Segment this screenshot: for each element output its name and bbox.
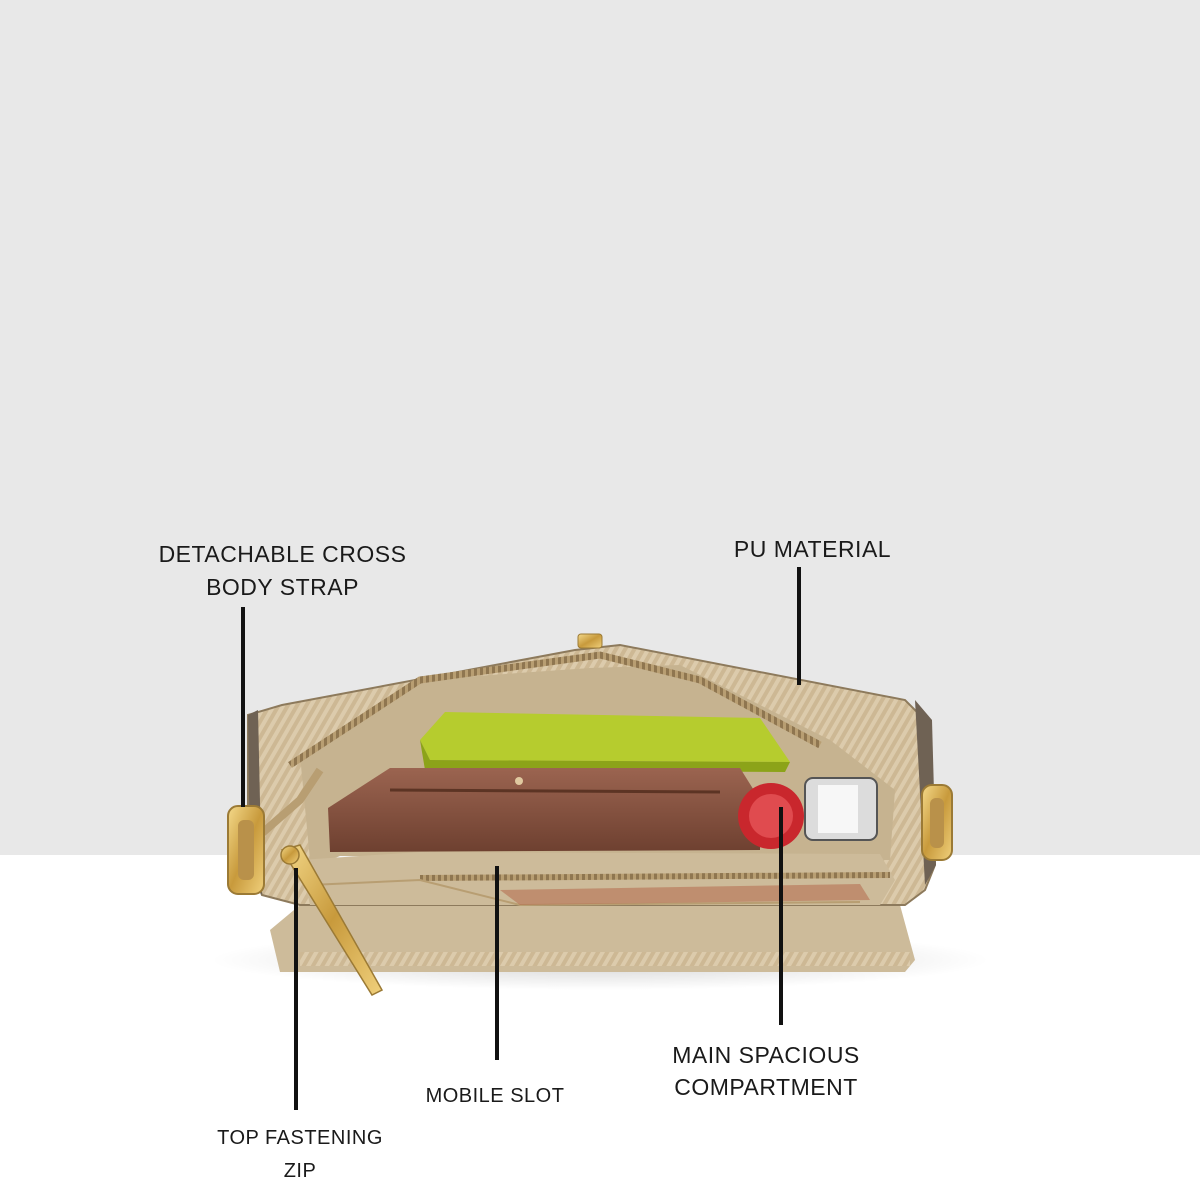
top-clasp <box>577 633 603 649</box>
mobile-slot-callout: MOBILE SLOT <box>405 1084 585 1108</box>
compartment-callout: MAIN SPACIOUS COMPARTMENT <box>640 1039 892 1103</box>
material-callout: PU MATERIAL <box>700 535 925 563</box>
strap-callout-line-1: DETACHABLE CROSS <box>158 541 407 567</box>
zip-callout-line-2: ZIP <box>283 1160 317 1182</box>
compartment-callout-line-1: MAIN SPACIOUS <box>672 1042 860 1068</box>
notebook <box>420 712 790 762</box>
zip-callout-line-1: TOP FASTENING <box>217 1127 383 1149</box>
strap-callout-line-2: BODY STRAP <box>206 574 359 600</box>
pocket-lining <box>500 884 870 905</box>
strap-callout: DETACHABLE CROSS BODY STRAP <box>140 538 425 604</box>
compartment-callout-line-2: COMPARTMENT <box>674 1074 858 1100</box>
mobile-slot-callout-line-1: MOBILE SLOT <box>425 1085 565 1107</box>
zip-callout: TOP FASTENING ZIP <box>200 1122 400 1188</box>
bag-bottom-seam <box>300 952 910 966</box>
top-zip-track <box>288 651 822 768</box>
material-callout-line-1: PU MATERIAL <box>733 536 892 562</box>
strap-leader-line <box>241 607 245 807</box>
material-leader-line <box>797 567 801 685</box>
wallet <box>328 768 760 852</box>
compartment-leader-line <box>779 807 783 1025</box>
mobile-slot-leader-line <box>495 866 499 1060</box>
zip-leader-line <box>294 868 298 1110</box>
